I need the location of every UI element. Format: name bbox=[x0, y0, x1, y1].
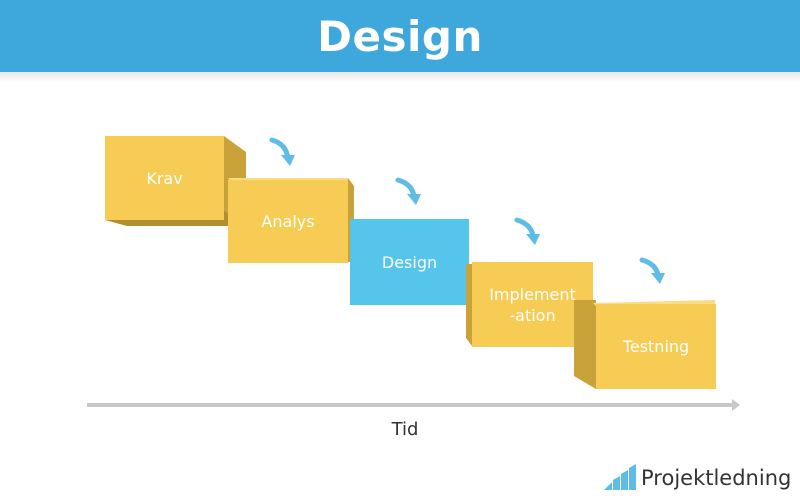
page-title: Design bbox=[317, 11, 483, 61]
time-axis bbox=[87, 399, 740, 411]
step-box-testning bbox=[574, 300, 716, 389]
flow-arrow-4 bbox=[639, 257, 665, 284]
brand-logo: Projektledning bbox=[604, 462, 791, 490]
flow-arrow-1 bbox=[269, 137, 295, 166]
flow-arrow-2 bbox=[395, 177, 421, 205]
header-bar: Design bbox=[0, 0, 800, 72]
header-shadow bbox=[0, 72, 800, 82]
step-box-krav bbox=[105, 136, 246, 226]
time-axis-label: Tid bbox=[391, 419, 419, 440]
brand-name: Projektledning bbox=[641, 466, 792, 490]
step-box-design bbox=[350, 219, 469, 305]
step-box-implementation bbox=[466, 262, 593, 347]
step-box-analys bbox=[228, 178, 354, 263]
flow-arrow-3 bbox=[514, 217, 540, 245]
bar-chart-icon bbox=[604, 464, 636, 490]
